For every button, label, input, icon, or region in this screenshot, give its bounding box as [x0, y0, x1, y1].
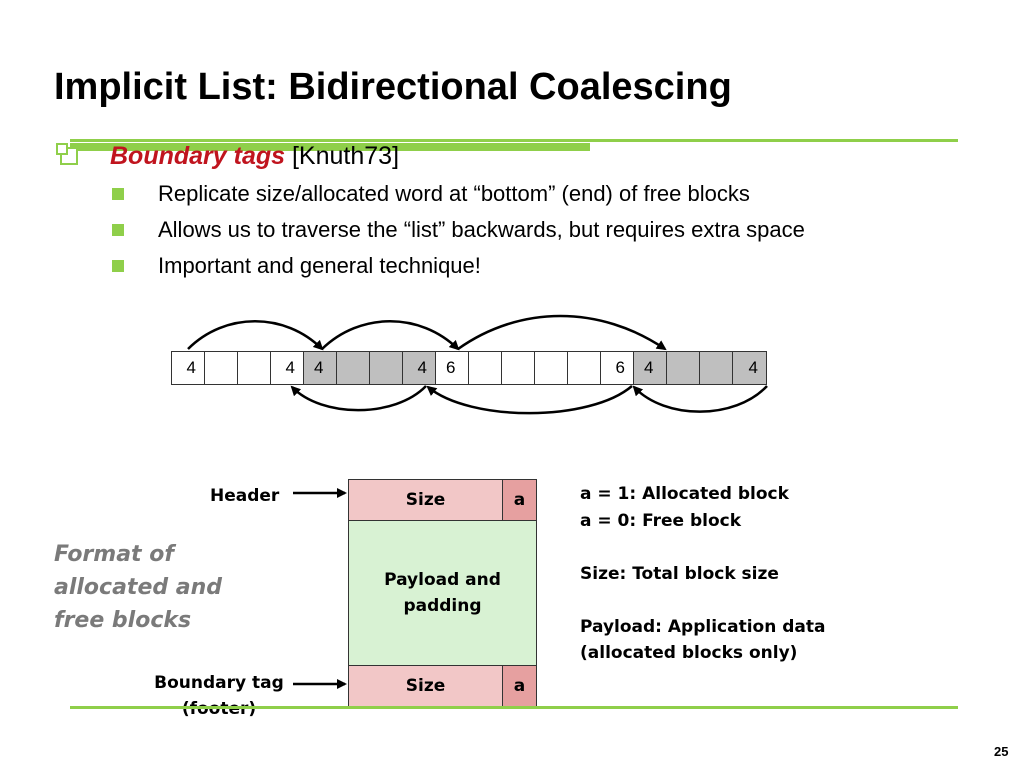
bullet-citation: [Knuth73] — [291, 142, 400, 170]
forward-arrow — [187, 320, 324, 351]
heap-cell: 4 — [403, 352, 436, 384]
heap-cell — [535, 352, 568, 384]
bullet-boundary-tags: Boundary tags [Knuth73] — [110, 142, 399, 171]
heap-cell — [502, 352, 535, 384]
backward-arrow — [290, 385, 427, 412]
heap-cell — [370, 352, 403, 384]
heap-cell — [337, 352, 370, 384]
square-bullet-icon — [112, 224, 124, 236]
heap-cell — [667, 352, 700, 384]
square-bullet-icon — [112, 260, 124, 272]
heap-cell: 6 — [436, 352, 469, 384]
forward-arrow — [321, 320, 460, 351]
footer-size-field: Size — [348, 665, 503, 707]
heap-cell: 4 — [733, 352, 766, 384]
header-label: Header — [210, 486, 280, 506]
sub-bullet-1: Replicate size/allocated word at “bottom… — [158, 181, 750, 206]
legend-line: Size: Total block size — [580, 563, 779, 584]
footer-rule — [70, 706, 958, 709]
bullet-keyword: Boundary tags — [110, 142, 286, 170]
legend-line: a = 1: Allocated block — [580, 484, 789, 504]
heap-cell: 4 — [304, 352, 337, 384]
legend: a = 1: Allocated block a = 0: Free block… — [580, 481, 826, 667]
title-rule-accent — [70, 143, 590, 151]
footer-alloc-bit: a — [502, 665, 537, 707]
header-alloc-bit: a — [502, 479, 537, 521]
square-bullet-icon — [112, 188, 124, 200]
payload-field: Payload and padding — [348, 520, 537, 666]
heap-cell — [238, 352, 271, 384]
heap-block-list: 4 4 4 4 6 6 4 4 — [171, 351, 767, 385]
backward-arrow — [632, 385, 768, 413]
sub-bullet-3: Important and general technique! — [158, 253, 481, 278]
sub-bullet-2: Allows us to traverse the “list” backwar… — [158, 217, 805, 242]
header-size-field: Size — [348, 479, 503, 521]
legend-line: (allocated blocks only) — [580, 643, 798, 663]
backward-arrow — [426, 385, 633, 415]
heap-cell — [469, 352, 502, 384]
heap-cell — [205, 352, 238, 384]
square-bullet-icon — [56, 143, 78, 165]
slide-title: Implicit List: Bidirectional Coalescing — [54, 66, 732, 108]
heap-cell: 4 — [172, 352, 205, 384]
heap-cell — [568, 352, 601, 384]
title-rule — [70, 139, 958, 142]
footer-label: Boundary tag (footer) — [154, 673, 284, 719]
heap-cell: 4 — [271, 352, 304, 384]
heap-cell — [700, 352, 733, 384]
legend-line: a = 0: Free block — [580, 510, 742, 531]
forward-arrow — [457, 314, 667, 351]
page-number: 25 — [994, 744, 1009, 759]
heap-cell: 6 — [601, 352, 634, 384]
legend-line: Payload: Application data — [580, 616, 826, 637]
format-caption: Format of allocated and free blocks — [54, 542, 223, 633]
heap-cell: 4 — [634, 352, 667, 384]
